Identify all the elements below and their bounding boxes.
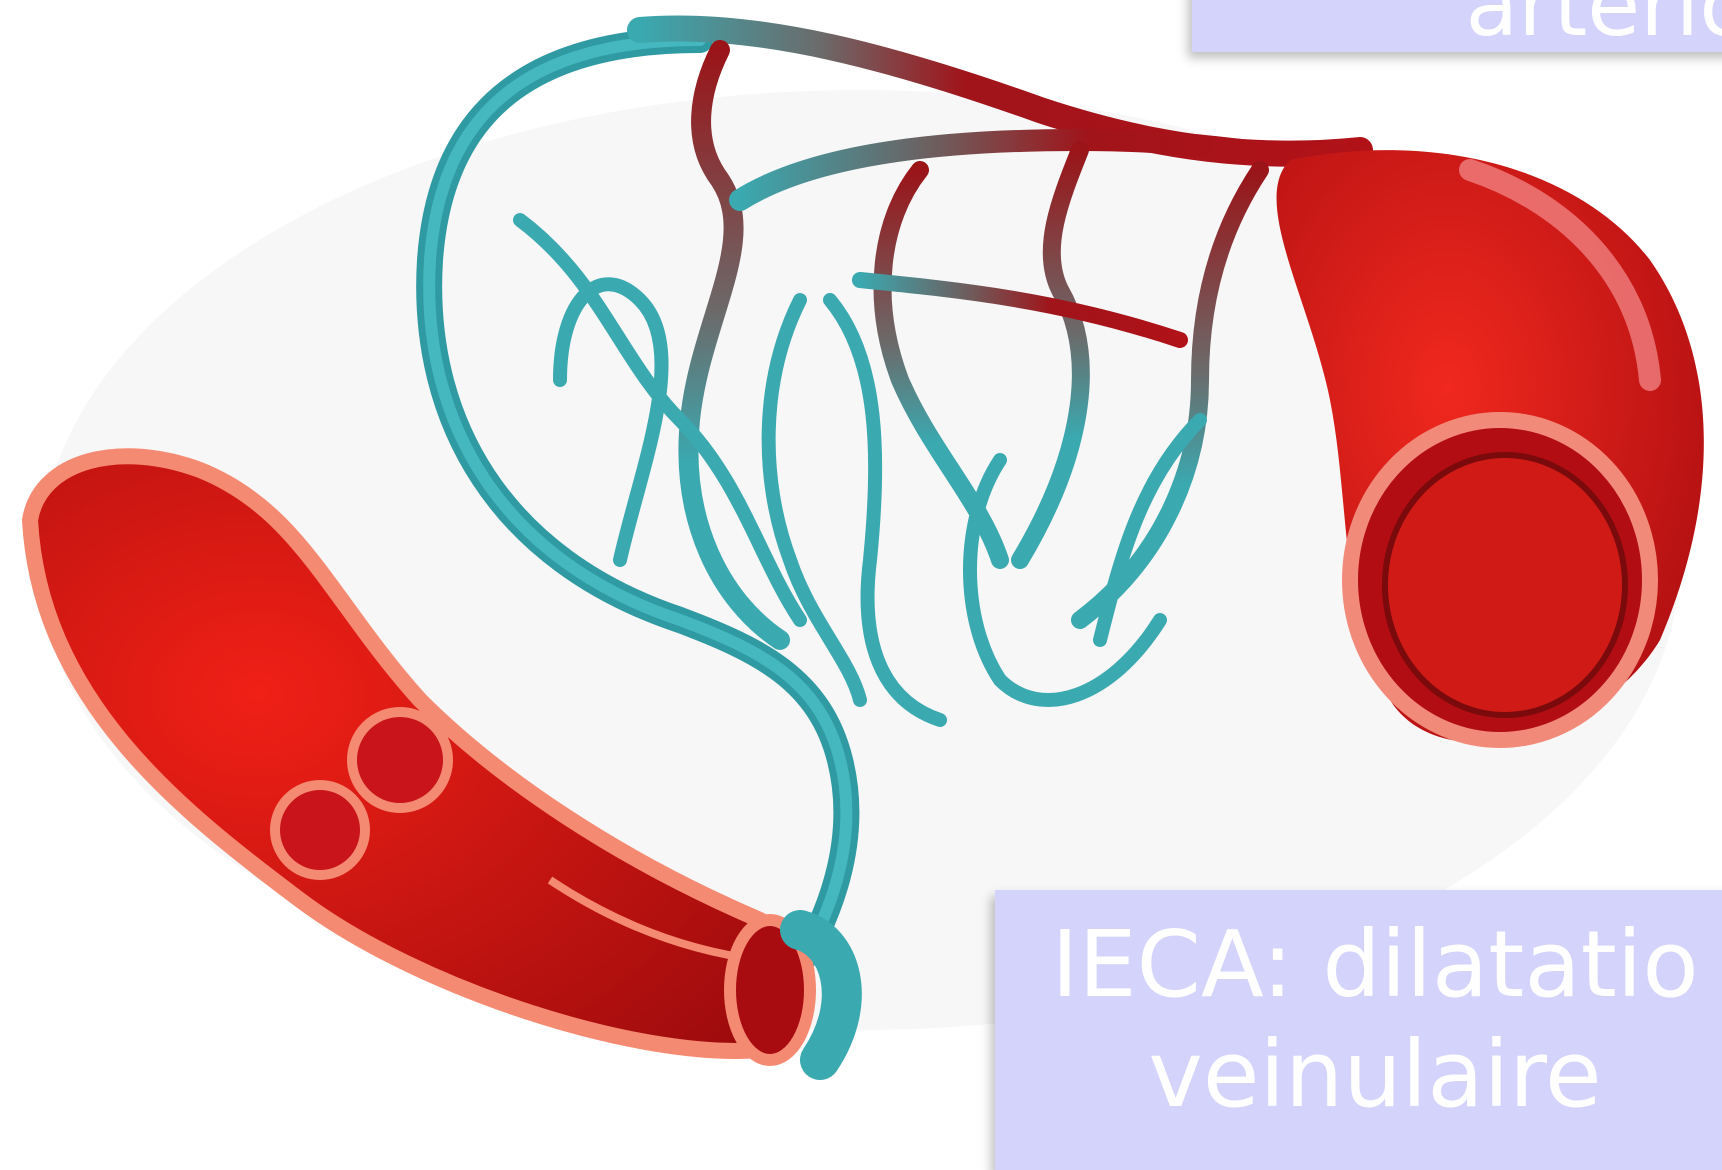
venule-valve (352, 712, 448, 808)
caption-bottom: IECA: dilatatio veinulaire (995, 890, 1722, 1170)
caption-bottom-line1: IECA: dilatatio (995, 910, 1722, 1020)
venule-valve (275, 785, 365, 875)
caption-bottom-line2: veinulaire (995, 1020, 1722, 1130)
caption-top-text: arterio (1192, 0, 1722, 52)
caption-top: arterio (1192, 0, 1722, 52)
